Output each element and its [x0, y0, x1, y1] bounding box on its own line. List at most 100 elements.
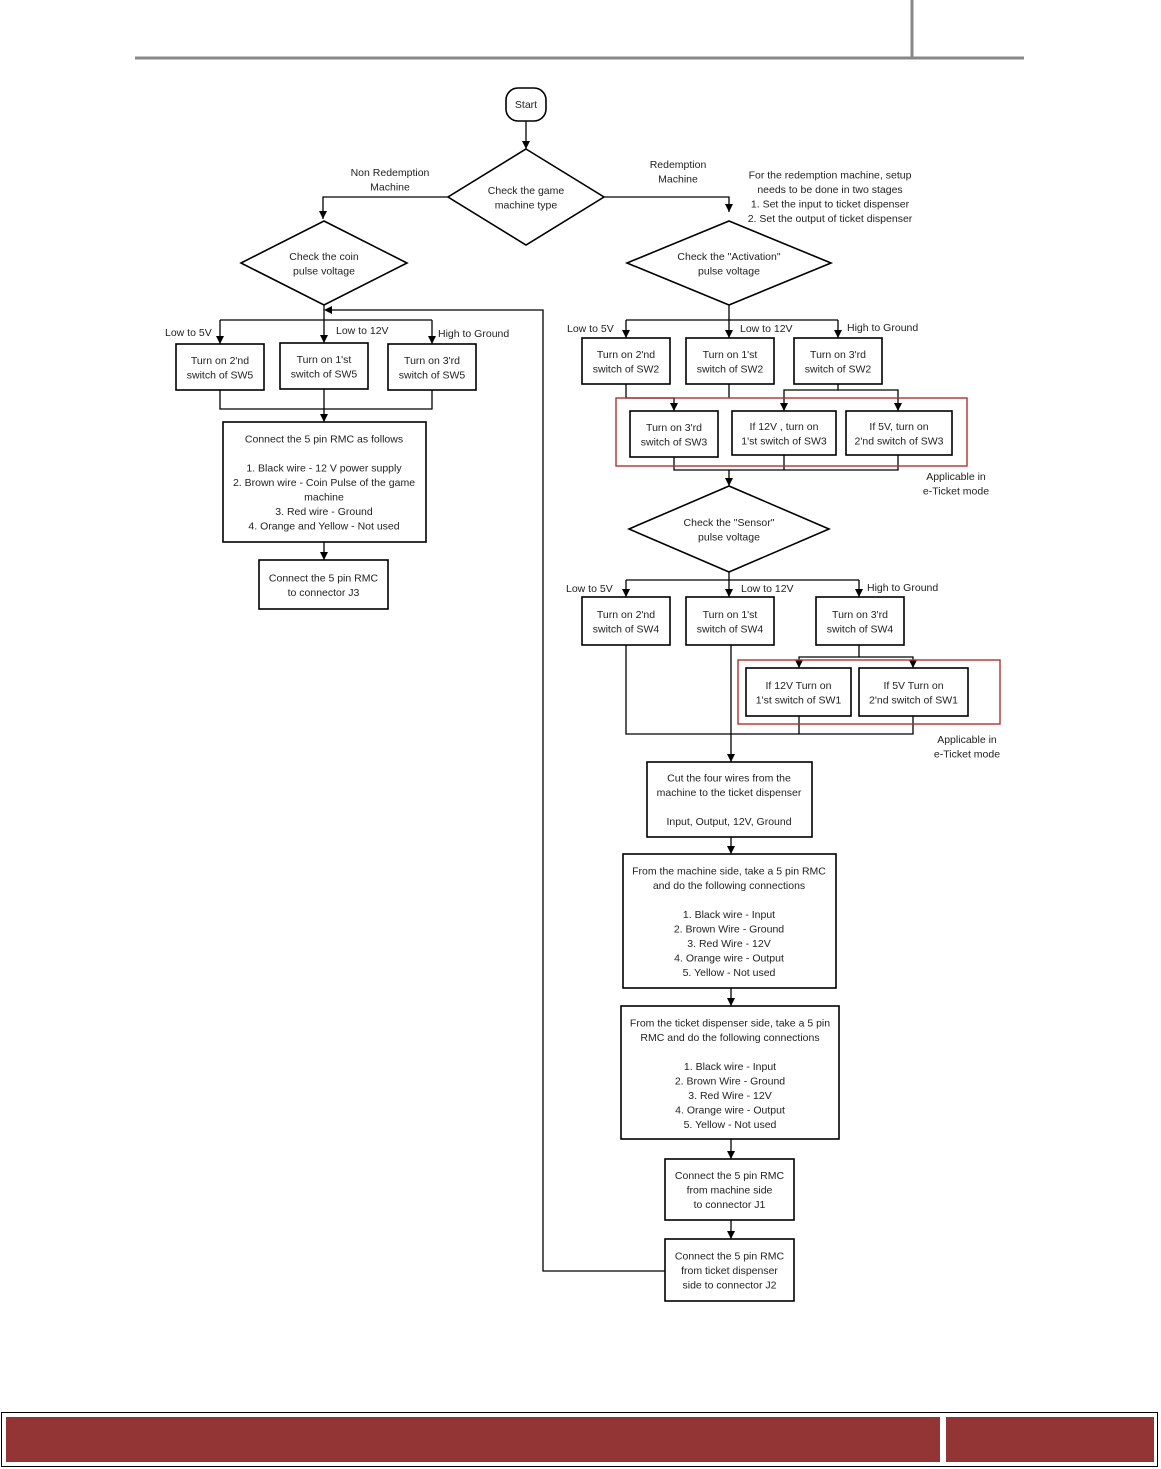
- connect-j2-box-text-line: Connect the 5 pin RMC: [675, 1251, 785, 1263]
- dispenser-side-text-line: 2. Brown Wire - Ground: [675, 1075, 785, 1087]
- label-low12-left: Low to 12V: [336, 325, 389, 337]
- machine-side-text-line: and do the following connections: [653, 880, 805, 892]
- arrow-head: [319, 211, 327, 219]
- sw1-if12-box-text-line: If 12V Turn on: [766, 680, 832, 692]
- redemption-note-line: 1. Set the input to ticket dispenser: [751, 198, 910, 210]
- sw3-3rd-box-text-line: switch of SW3: [641, 436, 708, 448]
- connect-j3-box-text-line: to connector J3: [288, 587, 360, 599]
- sw4-3rd-box-text-line: Turn on 3'rd: [832, 609, 888, 621]
- arrow-head: [780, 403, 788, 411]
- check-coin-voltage-text-line: pulse voltage: [293, 265, 355, 277]
- arrow-head: [216, 336, 224, 344]
- check-coin-voltage-text-line: Check the coin: [289, 251, 359, 263]
- sw5-2nd-box-text-line: Turn on 2'nd: [191, 355, 249, 367]
- sw3-merge: [673, 455, 899, 471]
- connect-j1-box: [664, 1158, 795, 1221]
- sw2-3rd-box: [793, 337, 883, 385]
- sw4-2nd-box-text-line: Turn on 2'nd: [597, 609, 655, 621]
- sw4-3rd-down-b: [859, 656, 914, 668]
- sw5-3rd-box-text-line: switch of SW5: [399, 369, 466, 381]
- label-low5-left: Low to 5V: [165, 327, 212, 339]
- eticket-frame-sw3: [615, 397, 968, 467]
- connect-rmc-list-text-line: 1. Black wire - 12 V power supply: [246, 463, 402, 475]
- label-high-sensor-line: High to Ground: [867, 582, 938, 594]
- machine-side-text-line: 2. Brown Wire - Ground: [674, 923, 784, 935]
- label-high-left-line: High to Ground: [438, 328, 509, 340]
- arrow-head: [834, 330, 842, 338]
- label-low5-act-line: Low to 5V: [567, 323, 614, 335]
- label-low12-act-line: Low to 12V: [740, 323, 793, 335]
- redemption-note-line: 2. Set the output of ticket dispenser: [748, 213, 913, 225]
- arrow-head: [795, 660, 803, 668]
- machine-side-text-line: 4. Orange wire - Output: [674, 952, 784, 964]
- arrow-head: [320, 335, 328, 343]
- connect-j3-box: [258, 559, 389, 610]
- eticket-frame-sw1: [737, 659, 1001, 725]
- dispenser-side-text-line: From the ticket dispenser side, take a 5…: [630, 1017, 830, 1029]
- sw3-if5-box: [845, 410, 953, 456]
- arrow-head: [725, 204, 733, 212]
- branch-non-redemption-label-line: Machine: [370, 181, 410, 193]
- sw4-3rd-down: [798, 645, 860, 668]
- connect-rmc-list-text-line: 3. Red wire - Ground: [275, 506, 373, 518]
- check-sensor-voltage-text-line: Check the "Sensor": [684, 517, 775, 529]
- connect-rmc-list-text-line: Connect the 5 pin RMC as follows: [245, 434, 403, 446]
- label-high-sensor: High to Ground: [867, 582, 938, 594]
- check-coin-voltage-text: Check the coin pulse voltage: [289, 251, 359, 278]
- sw1-if5-box: [858, 667, 969, 717]
- dispenser-side-text-line: 5. Yellow - Not used: [684, 1119, 777, 1131]
- eticket-note-sw1-line: e-Ticket mode: [934, 748, 1000, 760]
- check-machine-type-text-line: machine type: [495, 199, 558, 211]
- arrow-head: [522, 141, 530, 149]
- machine-side-text-line: 1. Black wire - Input: [683, 909, 775, 921]
- label-high-act-line: High to Ground: [847, 322, 918, 334]
- sw5-1st-box: [279, 342, 369, 390]
- sw5-3rd-box: [387, 343, 477, 391]
- sw3-if12-box-text-line: If 12V , turn on: [750, 421, 819, 433]
- label-high-act: High to Ground: [847, 322, 918, 334]
- check-machine-type: [446, 148, 606, 246]
- dispenser-side-box: [620, 1005, 840, 1140]
- sw2-2nd-box: [581, 337, 671, 385]
- arrow-head: [670, 403, 678, 411]
- cut-wires-box: [646, 761, 813, 838]
- arrow-head: [725, 478, 733, 486]
- label-low5-left-line: Low to 5V: [165, 327, 212, 339]
- connect-rmc-list-text: Connect the 5 pin RMC as follows 1. Black…: [233, 434, 415, 533]
- arrow-head: [855, 589, 863, 597]
- dispenser-side-text-line: RMC and do the following connections: [640, 1032, 819, 1044]
- label-low12-sensor: Low to 12V: [741, 583, 794, 595]
- sw4-1st-box: [685, 596, 775, 646]
- connect-rmc-list-text-line: 4. Orange and Yellow - Not used: [248, 521, 399, 533]
- connect-rmc-list-box: [222, 421, 427, 543]
- cut-wires-text-line: machine to the ticket dispenser: [657, 787, 802, 799]
- sw5-merge: [219, 390, 433, 410]
- loop-back: [332, 309, 665, 1272]
- sw2-3rd-box-text-line: switch of SW2: [805, 363, 872, 375]
- check-activation-voltage: [624, 220, 834, 306]
- dispenser-side-text: From the ticket dispenser side, take a 5…: [630, 1017, 830, 1131]
- sw4-2nd-merge: [625, 645, 914, 735]
- connect-j3-box-text-line: Connect the 5 pin RMC: [269, 572, 379, 584]
- sw3-3rd-box-text-line: Turn on 3'rd: [646, 422, 702, 434]
- sw3-if5-box-text-line: If 5V, turn on: [869, 421, 928, 433]
- check-activation-voltage-text-line: pulse voltage: [698, 265, 760, 277]
- eticket-note-sw3-line: e-Ticket mode: [923, 485, 989, 497]
- sw2-1st-box-text-line: Turn on 1'st: [703, 349, 758, 361]
- sw4-2nd-box: [581, 596, 671, 646]
- sw4-1st-box-text-line: Turn on 1'st: [703, 609, 758, 621]
